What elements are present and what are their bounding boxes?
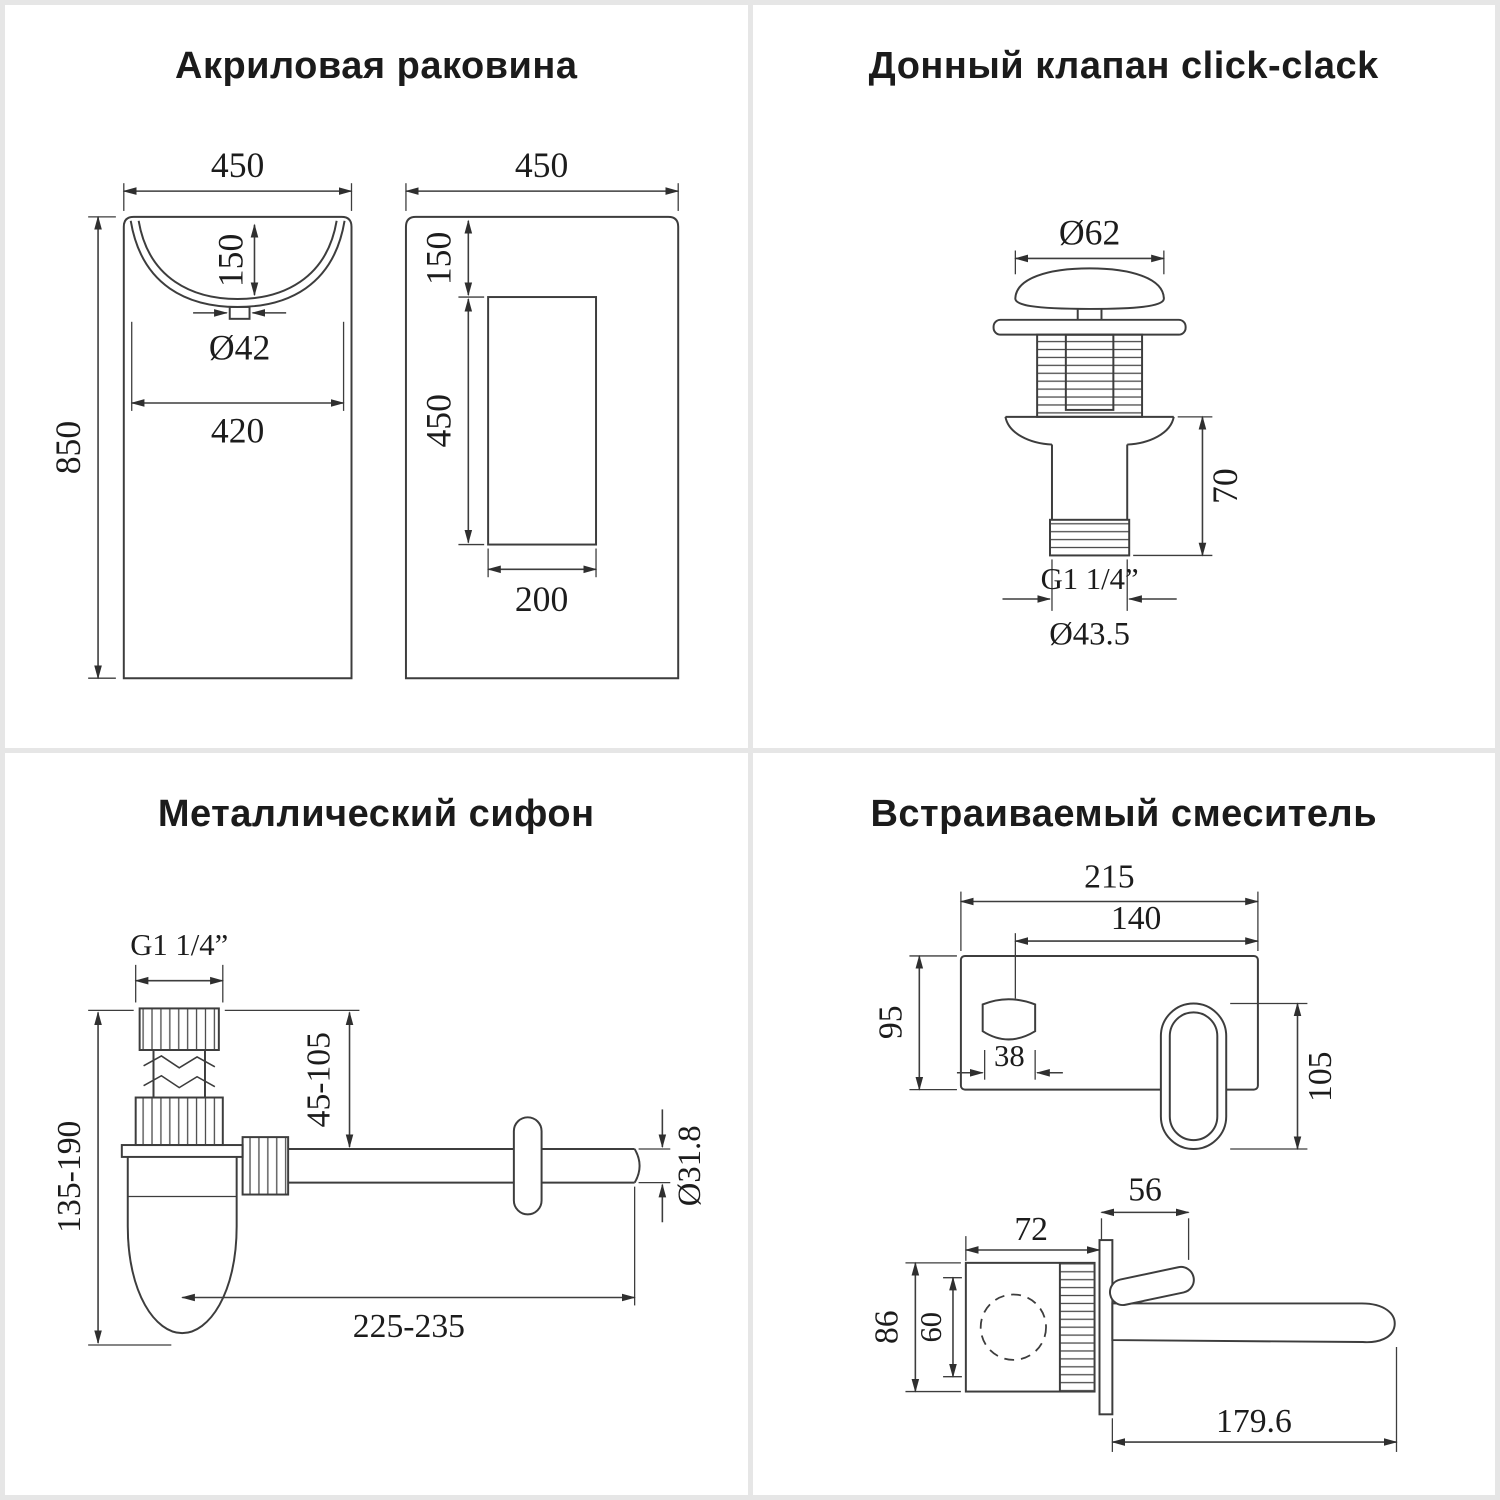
dim-mixer-handle-height: 105: [1302, 1051, 1339, 1101]
dim-mixer-plate-width: 215: [1084, 858, 1134, 895]
siphon-dims: G1 1/4” 45-105 135-190 Ø31.8 225-235: [51, 927, 708, 1346]
dim-mixer-body-inner-height: 60: [914, 1311, 948, 1342]
dim-valve-cap-diameter: Ø62: [1058, 213, 1119, 253]
panel-siphon-title: Металлический сифон: [157, 792, 595, 835]
panel-mixer-title: Встраиваемый смеситель: [870, 792, 1378, 835]
mixer-side-view: [964, 1238, 1396, 1415]
panel-mixer: Встраиваемый смеситель 215 140 95: [752, 752, 1495, 1495]
dim-siphon-thread: G1 1/4”: [130, 927, 228, 961]
siphon-drawing: G1 1/4” 45-105 135-190 Ø31.8 225-235: [51, 927, 708, 1346]
dim-sink-pedestal-depth: 200: [515, 579, 568, 619]
dim-sink-top-offset: 150: [419, 232, 459, 285]
sink-drawing: 450 150 Ø42 420 850: [48, 145, 680, 680]
dim-mixer-body-width: 72: [1014, 1211, 1048, 1248]
panel-sink-title: Акриловая раковина: [175, 45, 578, 87]
dim-siphon-pipe-diameter: Ø31.8: [672, 1125, 708, 1206]
dim-valve-thread: G1 1/4”: [1040, 562, 1138, 596]
mixer-front-view: [959, 954, 1259, 1150]
dim-valve-thread-diameter: Ø43.5: [1049, 617, 1130, 653]
dim-sink-total-height: 850: [48, 421, 88, 474]
dim-mixer-plate-height: 95: [872, 1005, 909, 1039]
panel-siphon: Металлический сифон: [5, 752, 748, 1495]
mixer-side-dims: 56 72 86 60 179.6: [868, 1171, 1398, 1452]
dim-mixer-spout-width: 38: [994, 1038, 1025, 1072]
panel-valve-title: Донный клапан click-clack: [868, 45, 1379, 87]
panel-sink: Акриловая раковина: [5, 5, 748, 748]
valve-dims: Ø62 70 G1 1/4” Ø43.5: [1001, 213, 1245, 653]
dim-sink-side-width: 450: [515, 145, 568, 185]
dim-siphon-height-range: 135-190: [51, 1120, 88, 1232]
mixer-front-dims: 215 140 95 38 105: [872, 858, 1339, 1150]
sink-front-dims: 450 150 Ø42 420 850: [48, 145, 353, 680]
dim-mixer-spout-offset: 140: [1110, 900, 1160, 937]
dim-siphon-inlet-range: 45-105: [301, 1032, 338, 1127]
siphon-shapes: [120, 1006, 641, 1334]
sink-side-dims: 450 150 450 200: [404, 145, 680, 619]
dim-sink-front-width: 450: [211, 145, 264, 185]
sink-side-view: [404, 215, 680, 680]
valve-drawing: Ø62 70 G1 1/4” Ø43.5: [992, 213, 1245, 653]
dim-sink-pedestal-height: 450: [419, 394, 459, 447]
valve-shapes: [992, 267, 1187, 557]
dim-mixer-handle-reach: 56: [1128, 1171, 1162, 1208]
panel-valve: Донный клапан click-clack: [752, 5, 1495, 748]
dim-sink-bowl-depth: 150: [211, 234, 251, 287]
dim-sink-bowl-width: 420: [211, 411, 264, 451]
sink-front-view: [122, 215, 353, 680]
dim-mixer-spout-length: 179.6: [1216, 1403, 1292, 1440]
dim-siphon-length-range: 225-235: [353, 1308, 465, 1345]
dim-sink-drain-diameter: Ø42: [209, 327, 270, 367]
dim-mixer-body-height: 86: [868, 1310, 905, 1344]
dim-valve-tail-height: 70: [1205, 468, 1245, 504]
mixer-drawing: 215 140 95 38 105: [868, 858, 1398, 1452]
